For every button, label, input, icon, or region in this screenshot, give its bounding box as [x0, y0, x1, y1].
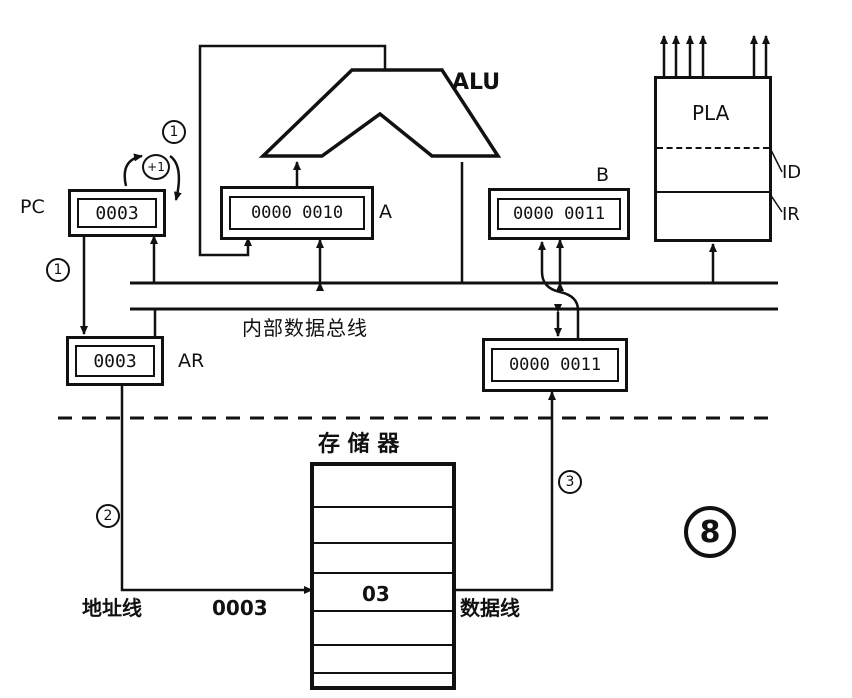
a-value: 0000 0010	[250, 203, 344, 223]
step-1-marker: 1	[162, 120, 186, 144]
a-register: 0000 0010	[220, 186, 374, 240]
pc-increment-curve-right	[169, 154, 182, 201]
memory-title: 存 储 器	[318, 432, 400, 457]
b-value: 0000 0011	[512, 204, 606, 224]
alu-shape	[258, 68, 502, 158]
address-line-path	[120, 386, 313, 594]
alu-feedback-line	[198, 44, 387, 257]
dr-to-b-path	[538, 241, 580, 338]
bus-label: 内部数据总线	[242, 316, 368, 340]
pc-value-cell: 0003	[77, 198, 157, 228]
pla-ir-label: IR	[782, 204, 800, 225]
address-line-label: 地址线	[82, 596, 142, 620]
step-2-marker: 2	[96, 504, 120, 528]
pla-id-divider	[657, 147, 769, 149]
memory-row-divider	[314, 644, 452, 646]
pc-register: 0003	[68, 189, 166, 237]
memory-cell-value: 03	[362, 582, 390, 606]
memory-row-divider	[314, 542, 452, 544]
step-plus1-marker: +1	[142, 154, 170, 180]
pla-block	[654, 76, 772, 242]
pla-label: PLA	[692, 101, 730, 125]
b-label: B	[596, 164, 610, 186]
data-register-value: 0000 0011	[508, 355, 602, 375]
pla-id-label: ID	[782, 162, 802, 183]
data-line-path	[454, 391, 556, 592]
ar-register: 0003	[66, 336, 164, 386]
pc-value: 0003	[95, 202, 139, 224]
b-value-cell: 0000 0011	[497, 198, 621, 230]
data-line-label: 数据线	[460, 596, 520, 620]
figure-number-marker: 8	[684, 506, 736, 558]
address-line-value: 0003	[212, 596, 268, 620]
a-value-cell: 0000 0010	[229, 196, 365, 230]
step-3-marker: 3	[558, 470, 582, 494]
pla-ir-divider	[657, 191, 769, 193]
memory-row-divider	[314, 506, 452, 508]
ar-label: AR	[178, 350, 205, 372]
memory-row-divider	[314, 572, 452, 574]
alu-label: ALU	[452, 70, 501, 95]
b-register: 0000 0011	[488, 188, 630, 240]
ar-value: 0003	[93, 350, 137, 372]
pc-increment-curve-left	[123, 153, 143, 187]
pla-ir-leader	[769, 193, 783, 213]
memory-block	[310, 462, 456, 690]
pc-label: PC	[20, 196, 45, 218]
memory-row-divider	[314, 672, 452, 674]
memory-row-divider	[314, 610, 452, 612]
a-label: A	[379, 201, 392, 223]
step-1b-marker: 1	[46, 258, 70, 282]
ar-value-cell: 0003	[75, 345, 155, 377]
pla-id-leader	[769, 147, 783, 173]
data-register-value-cell: 0000 0011	[491, 348, 619, 382]
data-register: 0000 0011	[482, 338, 628, 392]
